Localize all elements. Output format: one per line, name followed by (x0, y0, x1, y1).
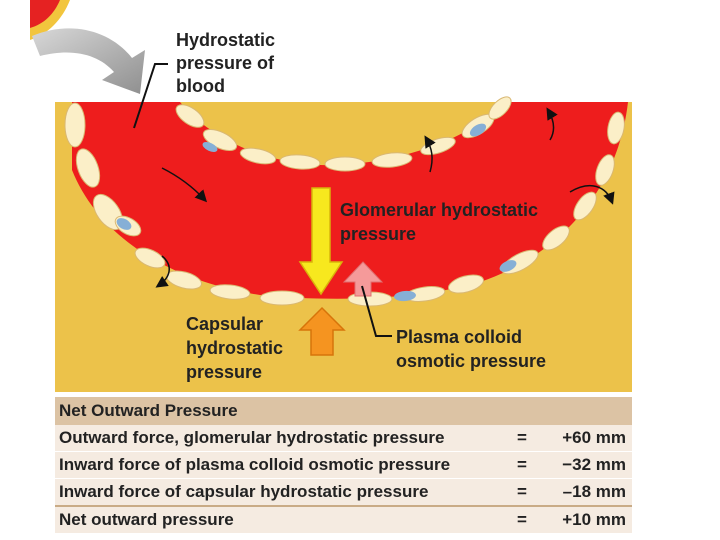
net-label: Net outward pressure (55, 505, 508, 533)
net-pressure-table: Net Outward Pressure Outward force, glom… (55, 397, 632, 533)
hydrostatic-blood-label: Hydrostatic pressure of blood (176, 30, 280, 96)
row-equals: = (508, 451, 536, 479)
row-equals: = (508, 478, 536, 507)
row-equals: = (508, 425, 536, 452)
capsular-pressure-arrow (298, 306, 346, 356)
leader-lines (133, 63, 392, 337)
row-label: Inward force of capsular hydrostatic pre… (55, 478, 508, 507)
net-equals: = (508, 505, 536, 533)
afferent-vessel-fragment (30, 0, 70, 40)
glomerular-pressure-arrow (298, 187, 344, 296)
table-row: Inward force of plasma colloid osmotic p… (55, 451, 632, 479)
row-value: +60 mm (536, 425, 632, 452)
blood-flow-gray-arrow (32, 28, 145, 94)
row-label: Inward force of plasma colloid osmotic p… (55, 451, 508, 479)
glomerular-pressure-label: Glomerular hydrostatic pressure (340, 200, 543, 244)
capsular-pressure-label: Capsular hydrostatic pressure (186, 314, 288, 382)
table-header-row: Net Outward Pressure (55, 397, 632, 425)
row-value: −32 mm (536, 451, 632, 479)
row-label: Outward force, glomerular hydrostatic pr… (55, 425, 508, 452)
table-title: Net Outward Pressure (55, 397, 632, 425)
row-value: –18 mm (536, 478, 632, 507)
cell-nuclei (116, 123, 517, 302)
table-row: Inward force of capsular hydrostatic pre… (55, 478, 632, 507)
endothelial-cells (64, 96, 625, 307)
plasma-colloid-pressure-arrow (342, 261, 384, 297)
net-total-row: Net outward pressure = +10 mm (55, 505, 632, 533)
net-value: +10 mm (536, 505, 632, 533)
flow-arrows (155, 107, 615, 288)
plasma-colloid-label: Plasma colloid osmotic pressure (396, 327, 546, 371)
table-row: Outward force, glomerular hydrostatic pr… (55, 425, 632, 452)
